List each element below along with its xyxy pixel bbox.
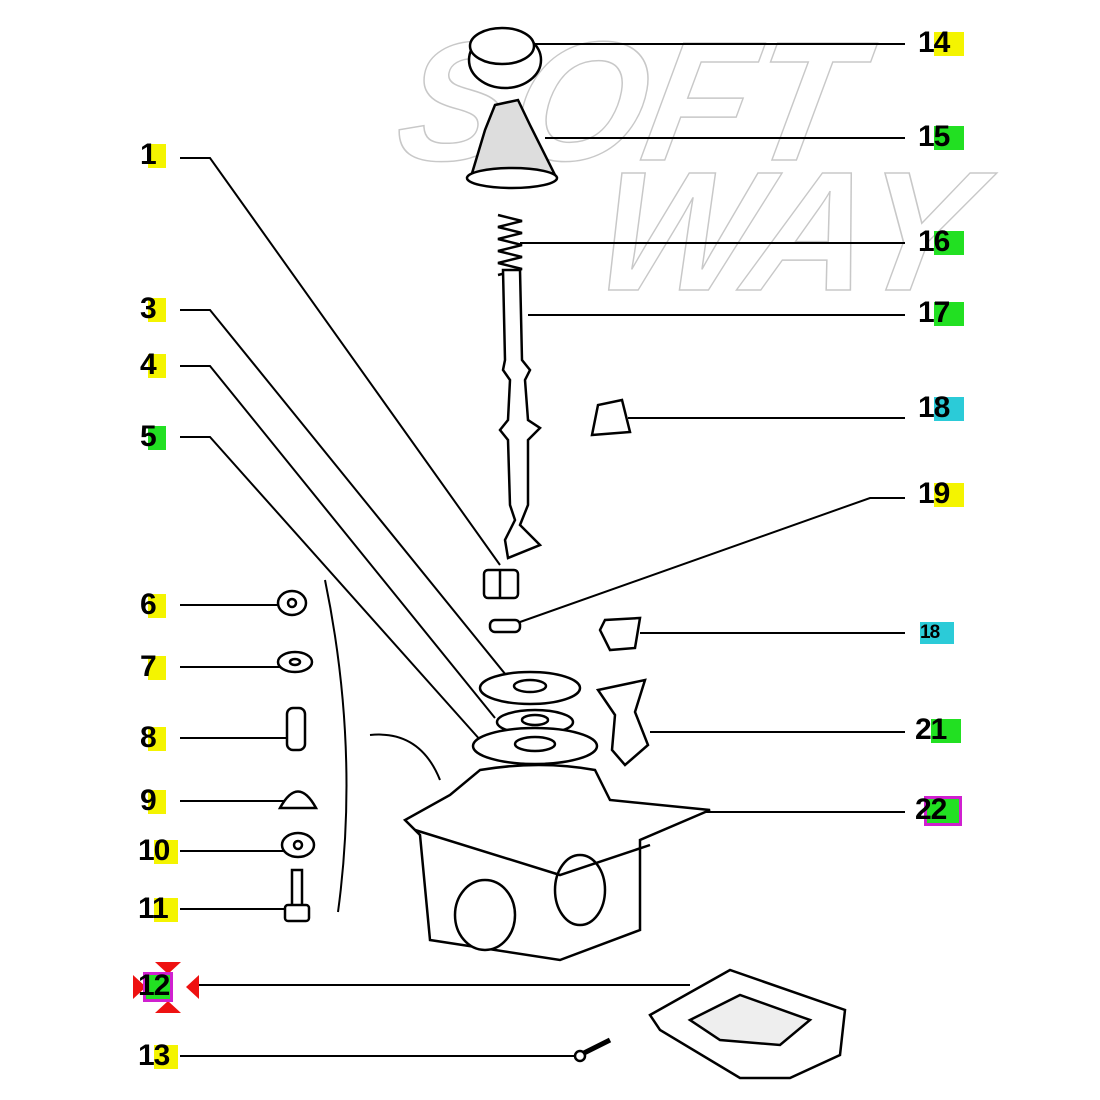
- part-3-plate: [478, 670, 582, 706]
- callout-1[interactable]: 1: [140, 140, 166, 170]
- part-6-nut: [276, 589, 308, 617]
- part-7-washer: [276, 650, 314, 674]
- callout-4[interactable]: 4: [140, 350, 166, 380]
- callout-14[interactable]: 14: [918, 28, 964, 58]
- part-21-ball-socket: [595, 678, 650, 767]
- callout-3[interactable]: 3: [140, 294, 166, 324]
- callout-17[interactable]: 17: [918, 298, 964, 328]
- svg-text:SOFT: SOFT: [385, 7, 884, 197]
- callout-10[interactable]: 10: [138, 836, 178, 866]
- callout-7[interactable]: 7: [140, 652, 166, 682]
- part-18-bushing-upper: [590, 398, 632, 437]
- selection-marker-arrows: [133, 962, 199, 1013]
- callout-18-upper[interactable]: 18: [918, 393, 964, 423]
- callout-18-lower[interactable]: 18: [920, 622, 954, 644]
- part-10-washer: [280, 831, 316, 859]
- callout-21[interactable]: 21: [915, 715, 961, 745]
- part-8-sleeve: [285, 706, 307, 752]
- callout-22-selected[interactable]: 22: [915, 795, 962, 826]
- part-9-cap-nut: [277, 790, 319, 810]
- callout-15[interactable]: 15: [918, 122, 964, 152]
- callout-9[interactable]: 9: [140, 786, 166, 816]
- part-14-cap: [467, 26, 543, 90]
- callout-8[interactable]: 8: [140, 723, 166, 753]
- callout-12-selected[interactable]: 12: [138, 969, 173, 1002]
- part-5-flange: [471, 726, 599, 766]
- callout-5[interactable]: 5: [140, 422, 166, 452]
- part-11-bolt: [283, 868, 311, 923]
- callout-16[interactable]: 16: [918, 227, 964, 257]
- part-16-spring: [497, 213, 523, 277]
- part-12-base-cover: [648, 968, 847, 1080]
- part-22-housing: [402, 763, 711, 962]
- callout-11[interactable]: 11: [138, 894, 178, 924]
- part-18-bushing-lower: [598, 616, 642, 652]
- part-19-pin: [488, 618, 522, 634]
- part-17-shift-lever: [498, 268, 543, 560]
- callout-13[interactable]: 13: [138, 1041, 178, 1071]
- callout-6[interactable]: 6: [140, 590, 166, 620]
- callout-19[interactable]: 19: [918, 479, 964, 509]
- part-1-nut: [482, 568, 520, 600]
- part-13-screw: [573, 1037, 612, 1063]
- part-15-boot: [465, 98, 559, 190]
